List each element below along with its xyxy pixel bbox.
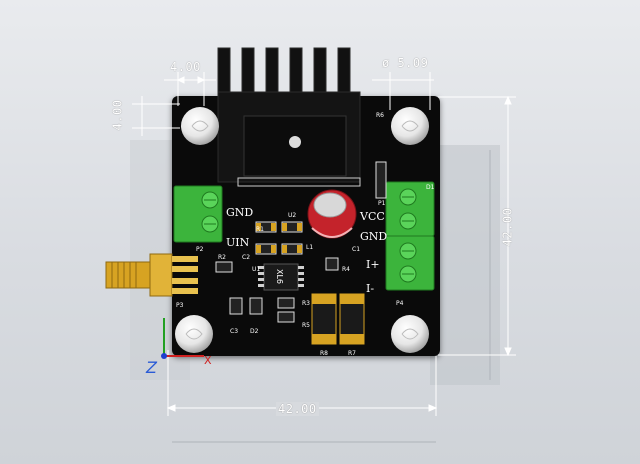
label-i-minus: I- — [366, 282, 375, 295]
label-gnd-top: GND — [226, 206, 254, 219]
ic-u1 — [258, 263, 304, 291]
dim-hole-diameter: ø 5.09 — [382, 56, 429, 70]
ref-p2: P2 — [196, 246, 204, 253]
terminal-current — [385, 235, 435, 291]
mounting-hole-br — [391, 315, 429, 353]
ref-r8: R8 — [320, 350, 328, 357]
ref-r3: R3 — [302, 300, 310, 307]
terminal-vcc-gnd — [385, 181, 435, 237]
ref-p3: P3 — [176, 302, 184, 309]
dim-hole-spacing: 4.00 — [170, 60, 201, 74]
ref-r1: R1 — [256, 226, 264, 233]
ref-r6: R6 — [376, 112, 384, 119]
label-vin: UIN — [226, 236, 250, 249]
dim-board-width: 42.00 — [276, 402, 319, 416]
ref-d1: D1 — [426, 184, 435, 191]
label-vcc: VCC — [360, 210, 385, 223]
ref-r2: R2 — [218, 254, 226, 261]
axis-z-label: Z — [146, 358, 157, 377]
ref-r5: R5 — [302, 322, 310, 329]
ref-r7: R7 — [348, 350, 356, 357]
ref-c3: C3 — [230, 328, 239, 335]
ref-d2: D2 — [250, 328, 259, 335]
ref-r4: R4 — [342, 266, 350, 273]
label-gnd-right: GND — [360, 230, 388, 243]
ref-l1: L1 — [306, 244, 314, 251]
terminal-p2-vin — [173, 185, 223, 243]
label-i-plus: I+ — [366, 258, 380, 271]
ref-p1: P1 — [378, 200, 386, 207]
ref-p4: P4 — [396, 300, 404, 307]
mounting-hole-tl — [181, 107, 219, 145]
ref-u1: U1 — [252, 266, 261, 273]
mounting-hole-bl — [175, 315, 213, 353]
ref-u2: U2 — [288, 212, 297, 219]
ref-c2: C2 — [242, 254, 251, 261]
mounting-hole-tr — [391, 107, 429, 145]
axis-x-label: X — [204, 354, 212, 367]
ref-c1: C1 — [352, 246, 361, 253]
